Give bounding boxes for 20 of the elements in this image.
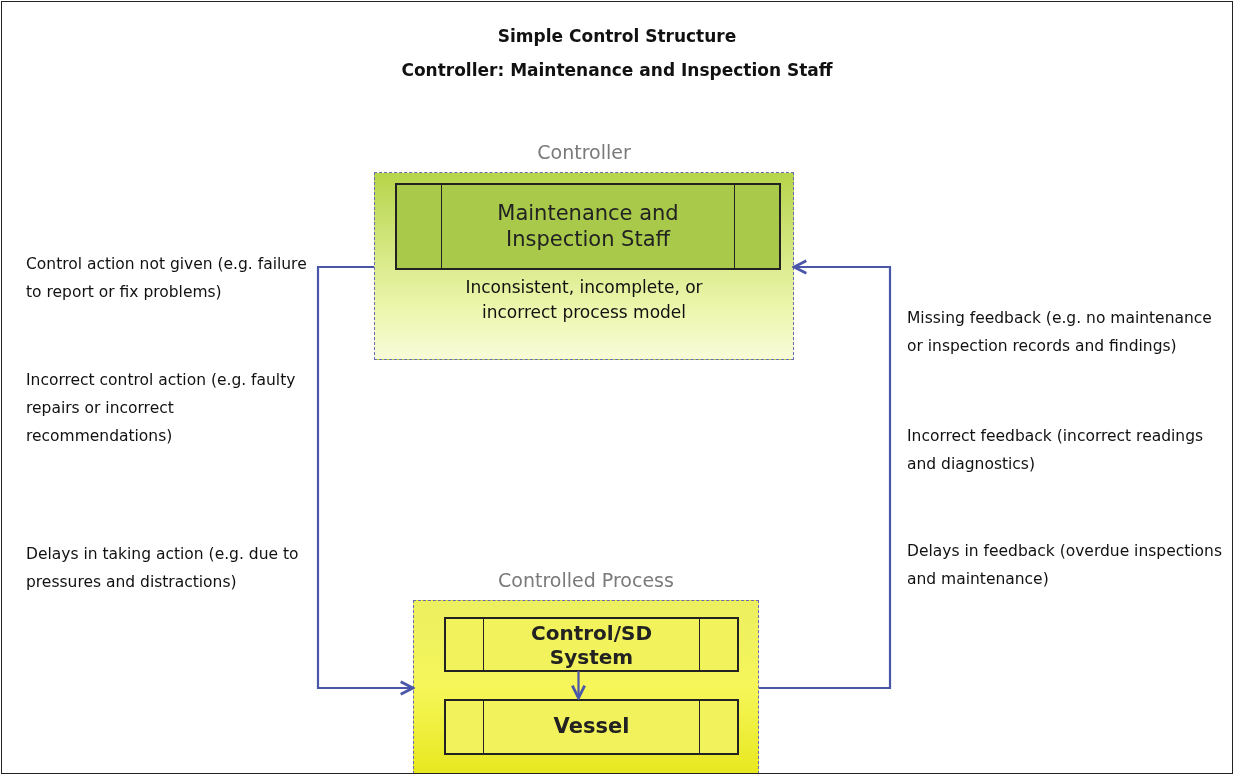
connector-arrow	[570, 671, 587, 700]
process-box	[395, 183, 781, 270]
process-label: Control/SD System	[530, 620, 653, 669]
annotation-text: Incorrect feedback (incorrect readings and diagnostics)	[907, 426, 1205, 475]
annotation-text: Incorrect control action (e.g. faulty repairs or incorrect recommendations)	[26, 370, 297, 447]
process-label: Vessel	[553, 714, 630, 740]
diagram-subtitle: Controller: Maintenance and Inspection Staff	[401, 60, 833, 80]
diagram-title: Simple Control Structure	[497, 26, 737, 46]
connector-arrow	[316, 265, 415, 696]
process-box	[444, 699, 739, 755]
process-label: Maintenance and Inspection Staff	[496, 201, 680, 252]
process-box	[444, 617, 739, 672]
annotation-text: Delays in taking action (e.g. due to pressures and distractions)	[26, 544, 300, 593]
connector-arrow	[759, 259, 892, 690]
group-heading: Controller	[536, 141, 632, 163]
annotation-text: Delays in feedback (overdue inspections and maintenance)	[907, 541, 1223, 590]
annotation-text: Control action not given (e.g. failure to report or fix problems)	[26, 254, 308, 303]
annotation-text: Missing feedback (e.g. no maintenance or inspection records and findings)	[907, 308, 1213, 357]
group-heading: Controlled Process	[497, 569, 675, 591]
group-note: Inconsistent, incomplete, or incorrect process model	[464, 276, 704, 324]
